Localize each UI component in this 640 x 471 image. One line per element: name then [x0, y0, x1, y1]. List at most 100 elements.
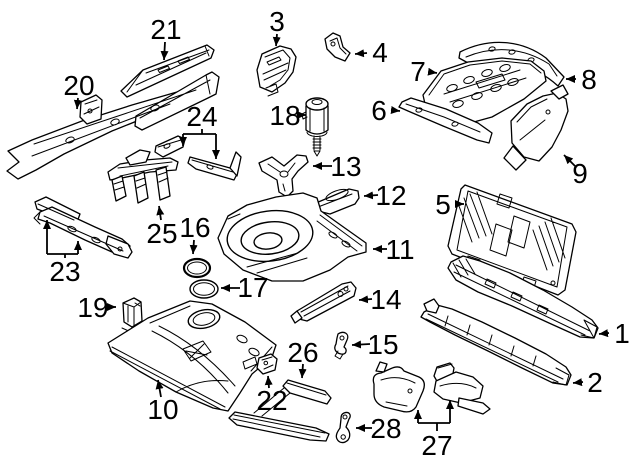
callout-16[interactable]: 16 [179, 212, 211, 255]
callout-7[interactable]: 7 [410, 56, 438, 87]
callout-label-19[interactable]: 19 [77, 292, 108, 323]
part-25-feet-outline [111, 166, 171, 204]
callout-label-27[interactable]: 27 [421, 430, 452, 461]
callout-label-12[interactable]: 12 [375, 180, 406, 211]
callout-label-10[interactable]: 10 [147, 394, 178, 425]
callout-13[interactable]: 13 [313, 151, 362, 182]
part-27-left-tab-outline [375, 361, 388, 373]
callout-label-16[interactable]: 16 [179, 212, 210, 243]
callout-15[interactable]: 15 [351, 329, 399, 360]
callout-label-28[interactable]: 28 [370, 413, 401, 444]
callout-25[interactable]: 25 [146, 205, 178, 249]
callout-6[interactable]: 6 [371, 95, 401, 126]
callout-label-18[interactable]: 18 [269, 100, 300, 131]
callout-9[interactable]: 9 [563, 154, 588, 189]
part-11-bowl-inner [253, 232, 283, 250]
callout-label-1[interactable]: 1 [614, 318, 630, 349]
callout-label-3[interactable]: 3 [269, 6, 285, 37]
part-9-detail [516, 98, 551, 141]
callout-label-9[interactable]: 9 [572, 158, 588, 189]
callout-26[interactable]: 26 [287, 337, 319, 379]
leader-line [264, 375, 273, 389]
part-16-grommet-inner [187, 261, 207, 275]
callout-label-2[interactable]: 2 [587, 367, 603, 398]
callout-12[interactable]: 12 [363, 180, 407, 211]
callout-2[interactable]: 2 [572, 367, 603, 398]
leader-line [358, 295, 373, 304]
part-25-detail [113, 161, 173, 191]
part-12-detail [317, 188, 353, 208]
part-7-detail [428, 60, 542, 108]
part-1-detail [452, 258, 598, 339]
part-drawing-15 [334, 331, 349, 360]
callout-19[interactable]: 19 [77, 292, 116, 323]
callout-label-17[interactable]: 17 [237, 272, 268, 303]
callout-24[interactable]: 24 [179, 101, 220, 159]
part-drawing-2 [420, 298, 572, 386]
part-26-flange-outline [282, 379, 332, 405]
callout-20[interactable]: 20 [63, 70, 95, 110]
part-11-detail [227, 213, 363, 274]
callout-label-20[interactable]: 20 [63, 70, 94, 101]
callout-label-24[interactable]: 24 [186, 101, 217, 132]
callout-label-11[interactable]: 11 [385, 234, 414, 265]
part-13-detail [267, 162, 296, 192]
part-drawing-17 [189, 279, 219, 299]
part-drawing-22 [256, 353, 278, 375]
callout-1[interactable]: 1 [598, 318, 630, 349]
part-drawing-10 [107, 300, 277, 412]
callout-23[interactable]: 23 [43, 220, 82, 287]
callout-label-14[interactable]: 14 [370, 284, 401, 315]
part-drawing-26 [228, 379, 332, 442]
callout-28[interactable]: 28 [356, 413, 402, 444]
callout-27[interactable]: 27 [414, 400, 454, 461]
part-drawing-3 [256, 45, 297, 97]
callout-18[interactable]: 18 [269, 100, 306, 131]
part-9-foot-outline [503, 145, 527, 171]
part-24-right-detail [191, 159, 234, 173]
leader-bracket [47, 253, 78, 258]
part-1-outline [447, 255, 599, 339]
part-27-right-detail [437, 363, 477, 389]
part-5-outline [447, 184, 577, 296]
part-27-left-detail [380, 377, 416, 407]
callout-11[interactable]: 11 [373, 234, 415, 265]
leader-line [189, 239, 198, 255]
callout-label-5[interactable]: 5 [435, 189, 451, 220]
part-drawing-23 [33, 196, 133, 259]
callout-8[interactable]: 8 [566, 64, 597, 95]
callout-14[interactable]: 14 [358, 284, 402, 315]
callout-label-13[interactable]: 13 [330, 151, 361, 182]
part-6-detail [405, 103, 481, 133]
part-24-left-detail [157, 139, 182, 149]
leader-line [363, 191, 379, 200]
part-drawing-20 [6, 71, 220, 180]
leader-line [160, 41, 169, 61]
callout-label-23[interactable]: 23 [49, 256, 80, 287]
callout-label-21[interactable]: 21 [150, 14, 181, 45]
callout-label-4[interactable]: 4 [372, 37, 388, 68]
callout-21[interactable]: 21 [150, 14, 182, 61]
callout-label-7[interactable]: 7 [410, 56, 426, 87]
callout-label-8[interactable]: 8 [581, 64, 597, 95]
callout-label-6[interactable]: 6 [371, 95, 387, 126]
part-10-spare-ring-inner [192, 312, 216, 326]
callout-4[interactable]: 4 [354, 37, 388, 68]
part-22-detail [261, 356, 274, 370]
callout-22[interactable]: 22 [256, 375, 288, 416]
part-drawing-18 [301, 97, 329, 157]
callout-label-25[interactable]: 25 [146, 218, 177, 249]
callout-label-22[interactable]: 22 [256, 385, 287, 416]
part-drawing-19 [121, 297, 143, 333]
callout-label-26[interactable]: 26 [287, 337, 318, 368]
callout-5[interactable]: 5 [435, 189, 464, 220]
part-14-detail [300, 285, 351, 317]
leader-line [272, 33, 281, 47]
callout-10[interactable]: 10 [147, 379, 179, 425]
callout-3[interactable]: 3 [269, 6, 285, 47]
callout-label-15[interactable]: 15 [367, 329, 398, 360]
part-17-seal-inner [193, 282, 215, 296]
callout-17[interactable]: 17 [221, 272, 269, 303]
part-drawing-13 [258, 154, 309, 198]
